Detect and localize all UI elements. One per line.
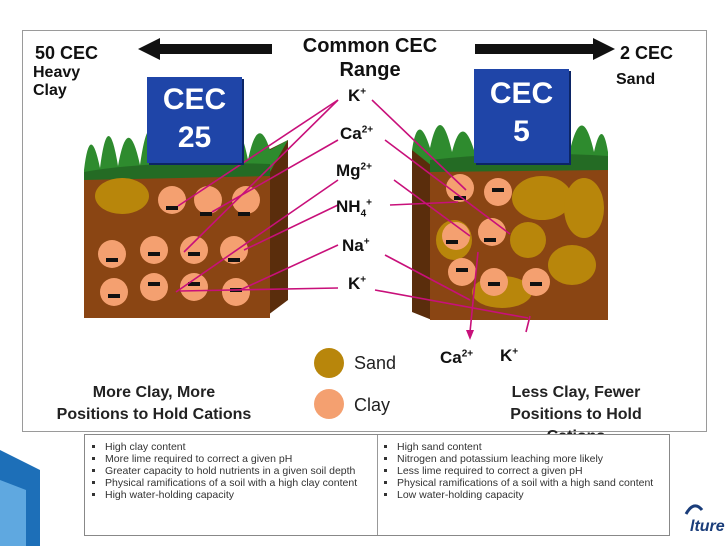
right-cec-value: 5 (513, 115, 530, 148)
left-cec-box: CEC 25 (147, 77, 242, 163)
comparison-panel: High clay content More lime required to … (84, 434, 670, 536)
list-item: More lime required to correct a given pH (105, 453, 375, 465)
legend-clay-swatch (314, 389, 344, 419)
panel-divider (377, 435, 378, 535)
list-item: Physical ramifications of a soil with a … (105, 477, 375, 489)
sand-particle (510, 222, 546, 258)
legend-sand-label: Sand (354, 353, 397, 373)
left-caption: More Clay, More Positions to Hold Cation… (28, 382, 280, 426)
list-item: Greater capacity to hold nutrients in a … (105, 465, 375, 477)
clay-particle (98, 240, 126, 268)
left-cec-value: 25 (177, 121, 212, 154)
ion-connectors (175, 99, 531, 333)
left-caption-line1: More Clay, More (92, 384, 216, 401)
right-cec-label: CEC (489, 77, 554, 110)
clay-particle (232, 186, 260, 214)
sand-properties-list: High sand content Nitrogen and potassium… (383, 441, 667, 501)
right-range-value: 2 CEC (620, 43, 674, 63)
clay-particle (194, 186, 222, 214)
diagram-title: Common CEC Range (272, 34, 468, 82)
ion-ca: Ca2+ (340, 124, 374, 143)
left-arrow (138, 38, 272, 60)
clay-particle (180, 273, 208, 301)
list-item: Physical ramifications of a soil with a … (397, 477, 667, 489)
ion-mg: Mg2+ (336, 161, 372, 180)
left-range-value: 50 CEC (35, 43, 99, 63)
diagram-title-line1: Common CEC (302, 35, 438, 57)
corner-decoration (0, 450, 40, 546)
sand-particle (564, 178, 604, 238)
clay-properties-list: High clay content More lime required to … (91, 441, 375, 501)
left-cec-label: CEC (162, 83, 227, 116)
list-item: High sand content (397, 441, 667, 453)
left-range-sub-line1: Heavy (33, 64, 81, 81)
legend-sand-swatch (314, 348, 344, 378)
right-arrow (475, 38, 615, 60)
right-cec-box: CEC 5 (474, 69, 569, 163)
diagram-title-line2: Range (339, 59, 401, 81)
sand-particle (548, 245, 596, 285)
right-caption-line2: Positions to Hold (510, 406, 642, 423)
clay-particle (158, 186, 186, 214)
leach-arrowhead (466, 330, 474, 340)
clay-particle (140, 236, 168, 264)
negative-charges (446, 188, 542, 286)
ion-k-bottom: K+ (348, 274, 367, 293)
logo-mark-icon (684, 504, 704, 515)
ion-k-top: K+ (348, 86, 367, 105)
leached-ion-k: K+ (500, 346, 519, 365)
sand-particle (512, 176, 572, 220)
leached-ion-ca: Ca2+ (440, 348, 474, 367)
legend-clay-label: Clay (354, 395, 391, 415)
list-item: Low water-holding capacity (397, 489, 667, 501)
left-range-sub: Heavy Clay (33, 64, 80, 100)
list-item: Less lime required to correct a given pH (397, 465, 667, 477)
left-caption-line2: Positions to Hold Cations (56, 406, 252, 423)
list-item: High clay content (105, 441, 375, 453)
list-item: Nitrogen and potassium leaching more lik… (397, 453, 667, 465)
ion-na: Na+ (342, 236, 370, 255)
right-caption-line1: Less Clay, Fewer (511, 384, 641, 401)
logo-text: lture (690, 518, 725, 535)
clay-particle (100, 278, 128, 306)
right-range-sub: Sand (616, 71, 656, 88)
clay-particle (180, 236, 208, 264)
left-range-sub-line2: Clay (33, 82, 67, 99)
ion-nh4: NH4+ (336, 197, 372, 220)
list-item: High water-holding capacity (105, 489, 375, 501)
clay-particle (446, 174, 474, 202)
sand-particle (95, 178, 149, 214)
clay-particle (140, 273, 168, 301)
